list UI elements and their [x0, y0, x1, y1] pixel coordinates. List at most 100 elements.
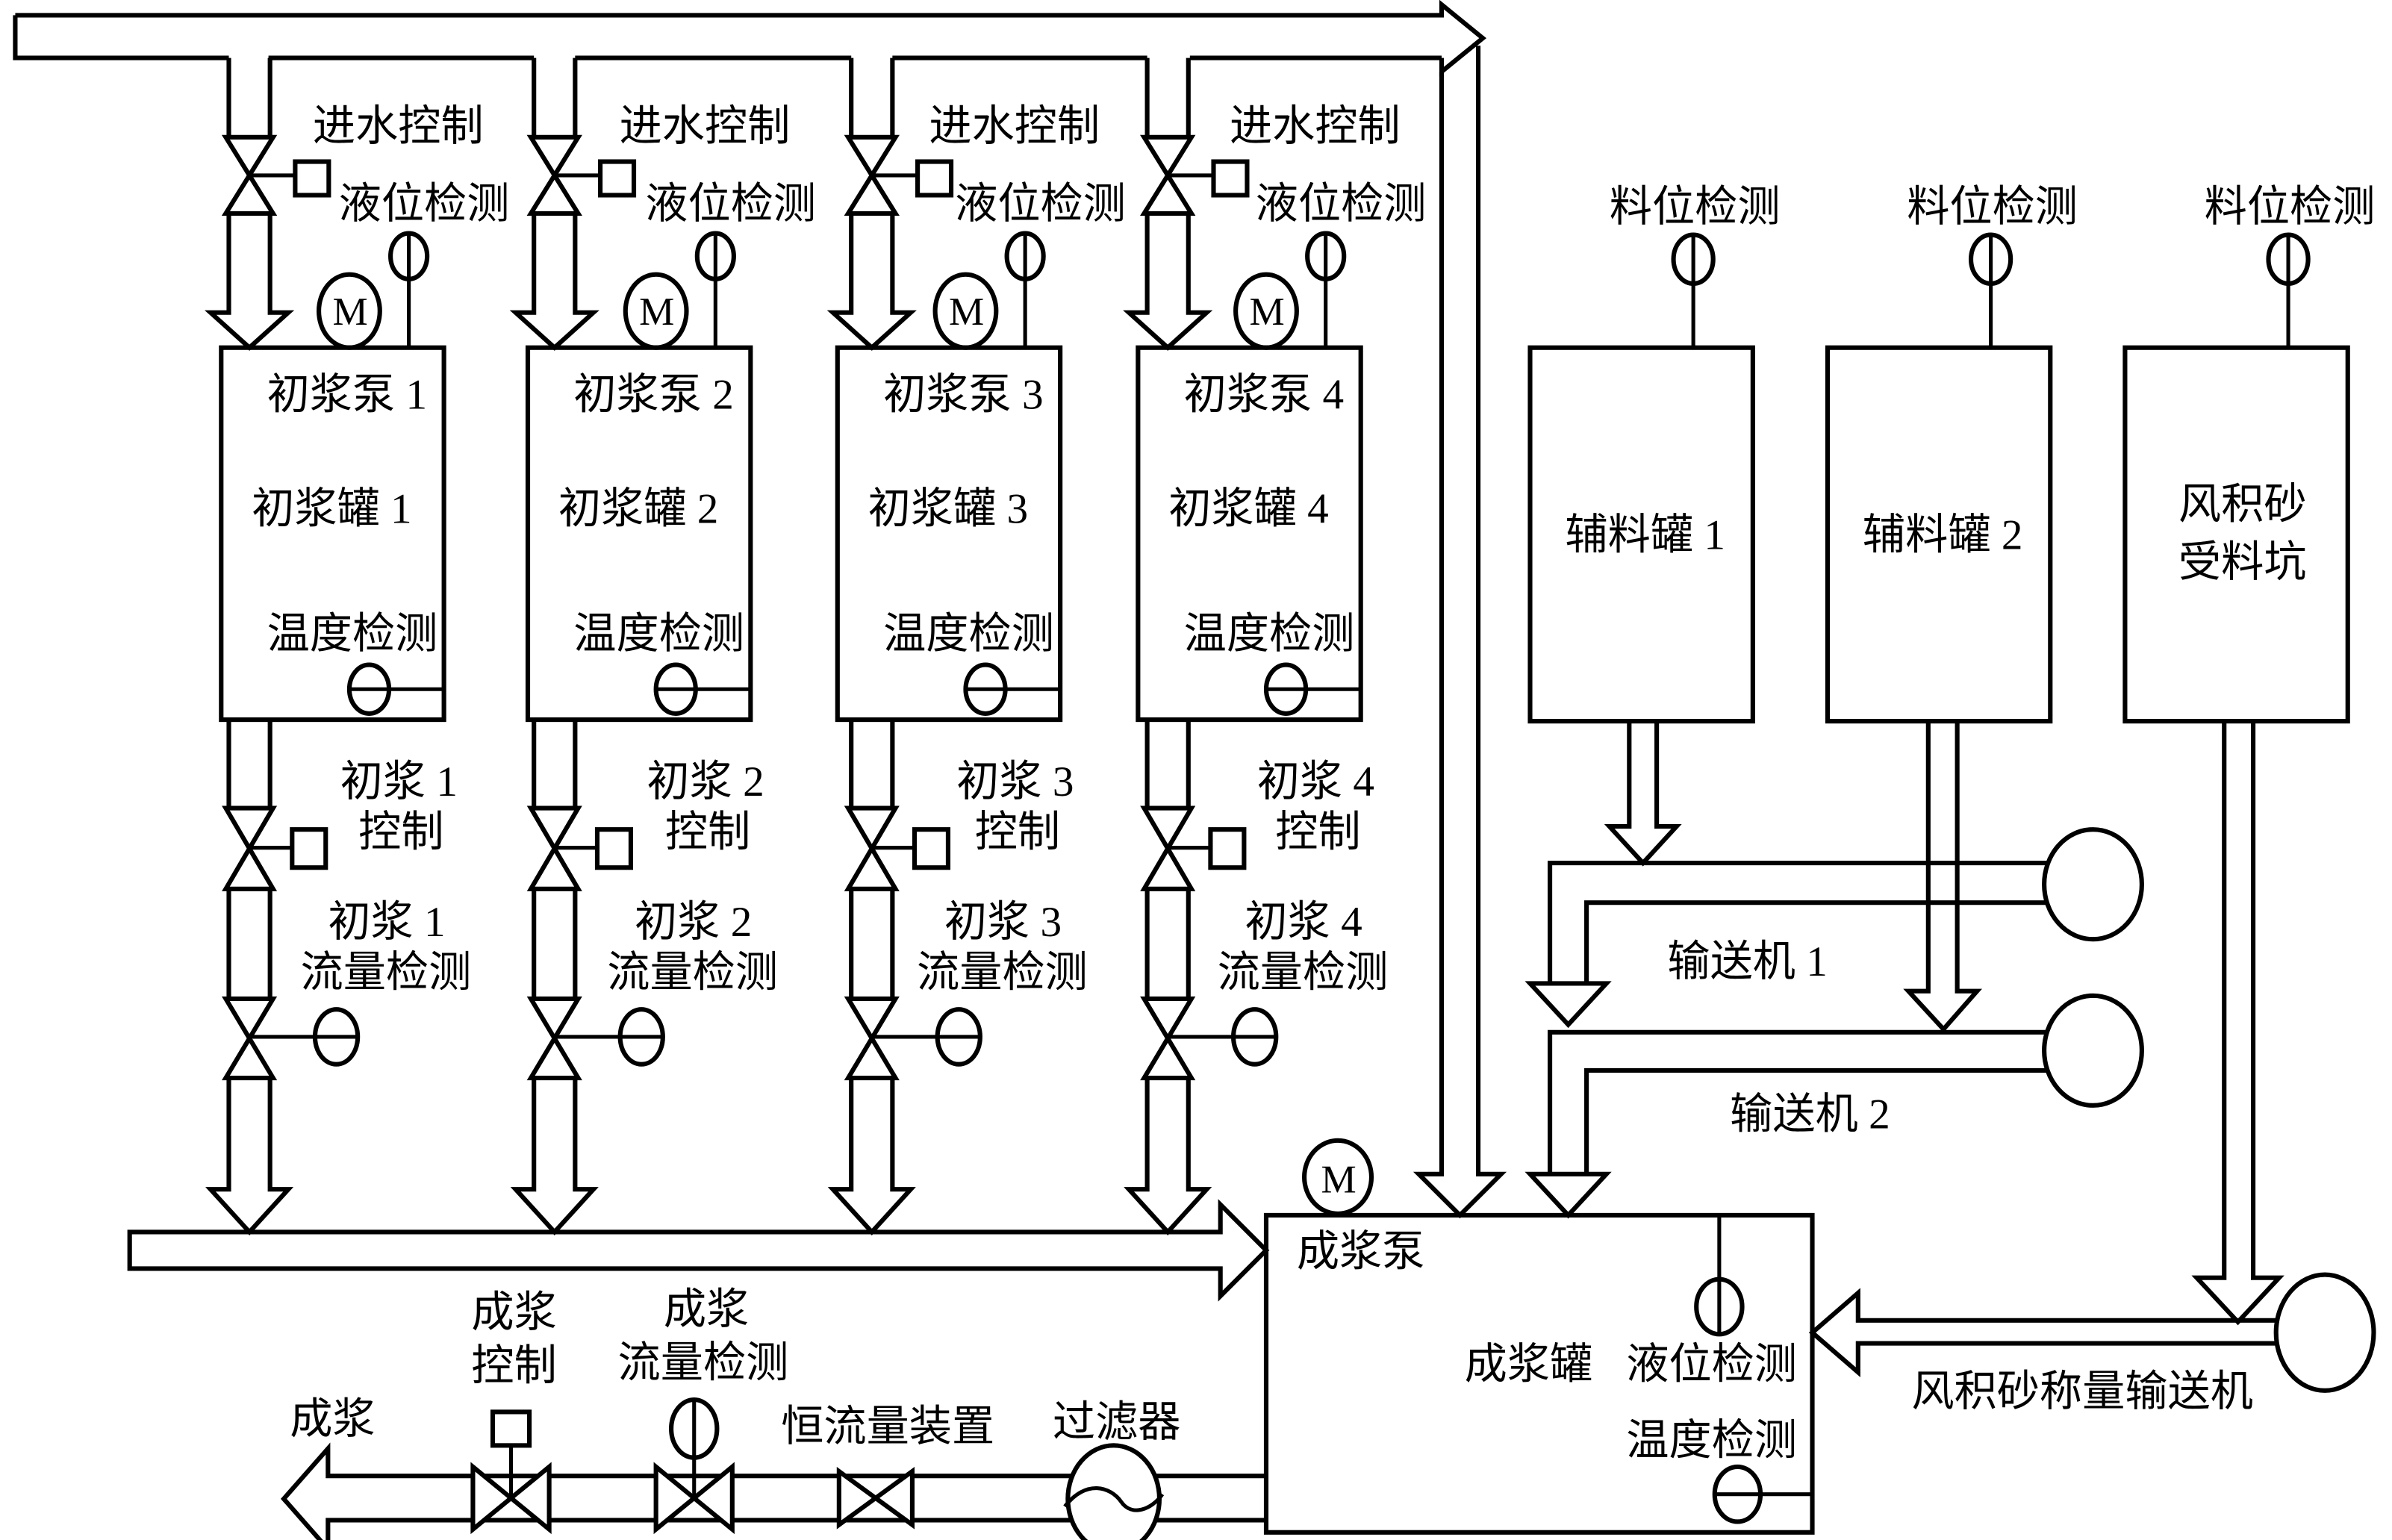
- outlet-control-label-1: 成浆: [471, 1289, 556, 1336]
- flow-detect-label-2: 流量检测: [607, 950, 778, 997]
- outlet-control-valve-3[interactable]: [844, 805, 951, 891]
- outlet-control-valve-4[interactable]: [1140, 805, 1247, 891]
- outlet-control-label-2: 控制: [471, 1343, 556, 1390]
- flow-meter-valve-2[interactable]: [526, 996, 665, 1081]
- final-pump-label: 成浆泵: [1297, 1228, 1425, 1275]
- level-detect-label: 液位检测: [955, 181, 1126, 228]
- motor-label: M: [639, 290, 674, 334]
- outlet-control-label-2: 控制: [975, 809, 1060, 856]
- material-level-detect-label: 料位检测: [2205, 184, 2376, 231]
- motor-label: M: [1250, 290, 1285, 334]
- temp-detect-label: 温度检测: [883, 611, 1054, 658]
- primary-tank-body: [219, 345, 446, 723]
- outlet-control-label-1: 初浆 1: [340, 758, 458, 805]
- inlet-control-label: 进水控制: [620, 103, 791, 150]
- final-slurry-tank: M 成浆泵 成浆罐 液位检测 温度检测: [1263, 1138, 1815, 1535]
- aux-tank-label-1: 辅料罐 2: [1863, 511, 2023, 558]
- inlet-control-valve-2[interactable]: [526, 134, 637, 216]
- flow-detect-label-1: 初浆 3: [944, 899, 1062, 946]
- conveyor-2: 输送机 2: [1524, 721, 2144, 1219]
- flow-detect-label-2: 流量检测: [301, 950, 472, 997]
- inlet-control-label: 进水控制: [313, 103, 484, 150]
- tank-label: 初浆罐 4: [1168, 486, 1329, 533]
- outlet-control-label-2: 控制: [665, 809, 750, 856]
- tank-label: 初浆罐 3: [868, 486, 1029, 533]
- level-detect-label: 液位检测: [339, 181, 510, 228]
- constant-flow-device[interactable]: [836, 1467, 915, 1530]
- outlet-line: 成浆 控制 成浆 流量检测 恒流量装置 过滤器 成浆: [280, 1286, 1266, 1540]
- level-detect-label: 液位检测: [645, 181, 816, 228]
- material-level-detect-label: 料位检测: [1907, 184, 2078, 231]
- outlet-control-valve[interactable]: [470, 1409, 552, 1535]
- final-level-detect-label: 液位检测: [1626, 1341, 1797, 1388]
- final-temp-detect-label: 温度检测: [1626, 1418, 1797, 1465]
- flow-detect-label-1: 初浆 1: [328, 899, 445, 946]
- outlet-flow-meter-valve[interactable]: [653, 1397, 735, 1535]
- final-tank-label: 成浆罐: [1465, 1341, 1593, 1388]
- outlet-control-label-2: 控制: [358, 809, 443, 856]
- flow-detect-label-1: 初浆 4: [1245, 899, 1362, 946]
- outlet-control-label-2: 控制: [1275, 809, 1360, 856]
- aux-tank-label-1: 辅料罐 1: [1565, 511, 1725, 558]
- material-level-detect-label: 料位检测: [1610, 184, 1781, 231]
- primary-tank-body: [835, 345, 1063, 723]
- flow-detect-label-2: 流量检测: [1218, 950, 1389, 997]
- tank-label: 初浆罐 2: [558, 486, 719, 533]
- aux-tank-body: [1527, 345, 1755, 724]
- pump-label: 初浆泵 3: [883, 371, 1044, 418]
- conveyor-1-drive-icon: [2042, 827, 2144, 942]
- aux-tank-body: [2122, 345, 2350, 724]
- outlet-control-label-1: 初浆 2: [647, 758, 764, 805]
- flow-meter-valve-1[interactable]: [222, 996, 361, 1081]
- outlet-flow-label-2: 流量检测: [618, 1339, 789, 1386]
- outlet-control-label-1: 初浆 4: [1257, 758, 1374, 805]
- primary-tank-body: [1136, 345, 1363, 723]
- pump-label: 初浆泵 2: [573, 371, 734, 418]
- sand-conveyor-label: 风积砂称量输送机: [1911, 1368, 2253, 1415]
- sand-weighing-conveyor: 风积砂称量输送机: [1808, 721, 2376, 1415]
- flow-detect-label-2: 流量检测: [917, 950, 1088, 997]
- filter[interactable]: [1063, 1443, 1165, 1540]
- conveyor-1-label: 输送机 1: [1667, 938, 1828, 985]
- inlet-control-valve-1[interactable]: [221, 134, 331, 216]
- inlet-control-valve-4[interactable]: [1140, 134, 1250, 216]
- outlet-control-label-1: 初浆 3: [956, 758, 1074, 805]
- motor-label: M: [332, 290, 367, 334]
- tank-label: 初浆罐 1: [252, 486, 412, 533]
- temp-detect-label: 温度检测: [267, 611, 438, 658]
- level-detect-label: 液位检测: [1256, 181, 1427, 228]
- aux-tank-label-1: 风积砂: [2178, 481, 2307, 528]
- outlet-control-valve-1[interactable]: [222, 805, 328, 891]
- outlet-flow-label-1: 成浆: [664, 1286, 749, 1333]
- inlet-control-valve-3[interactable]: [844, 134, 954, 216]
- temp-detect-label: 温度检测: [1184, 611, 1355, 658]
- conveyor-2-drive-icon: [2042, 993, 2144, 1108]
- conveyor-2-label: 输送机 2: [1730, 1091, 1890, 1138]
- final-motor-label: M: [1321, 1158, 1357, 1201]
- primary-slurry-collection-pipe: [127, 1199, 1270, 1302]
- aux-tank-body: [1825, 345, 2053, 724]
- final-pump-motor-icon: [1302, 1138, 1374, 1216]
- constant-flow-label: 恒流量装置: [781, 1403, 994, 1450]
- conveyor-1: 输送机 1: [1524, 721, 2144, 1029]
- temp-detect-label: 温度检测: [573, 611, 744, 658]
- aux-tank-label-2: 受料坑: [2178, 539, 2307, 586]
- outlet-control-valve-2[interactable]: [526, 805, 633, 891]
- inlet-control-label: 进水控制: [1230, 103, 1401, 150]
- filter-label: 过滤器: [1053, 1399, 1181, 1446]
- pump-label: 初浆泵 1: [267, 371, 428, 418]
- pump-label: 初浆泵 4: [1184, 371, 1345, 418]
- flow-meter-valve-3[interactable]: [844, 996, 982, 1081]
- sand-conveyor-drive-icon: [2273, 1272, 2376, 1393]
- motor-label: M: [949, 290, 984, 334]
- primary-tank-body: [525, 345, 753, 723]
- flow-meter-valve-4[interactable]: [1140, 996, 1279, 1081]
